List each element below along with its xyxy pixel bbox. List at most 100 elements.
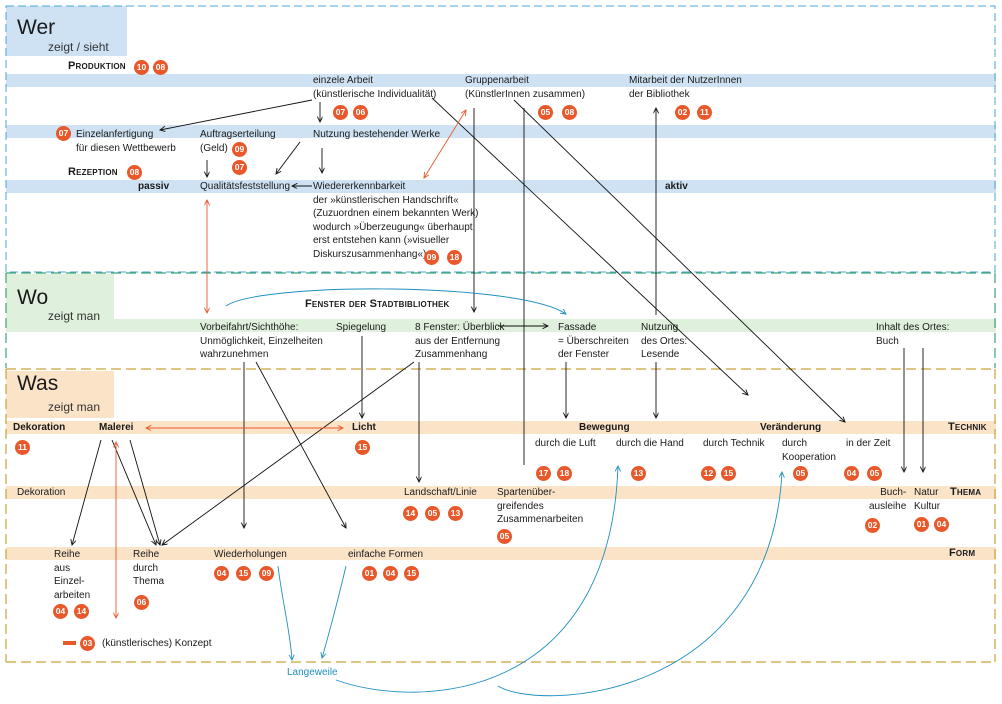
badge: 18 — [447, 250, 462, 265]
badge: 13 — [631, 466, 646, 481]
node-durch-luft: durch die Luft — [535, 438, 596, 449]
section-subtitle-wer: zeigt / sieht — [48, 40, 109, 54]
node-nutzung-werke: Nutzung bestehender Werke — [313, 129, 441, 140]
badge: 12 — [701, 466, 716, 481]
badge: 07 — [333, 105, 348, 120]
badge: 01 — [362, 566, 377, 581]
node-inhalt: Inhalt des Ortes:Buch — [876, 322, 950, 347]
section-subtitle-wo: zeigt man — [48, 309, 101, 323]
badge: 13 — [448, 506, 463, 521]
legend-konzept-swatch — [63, 641, 76, 645]
label-aktiv: aktiv — [665, 181, 688, 192]
badge: 11 — [697, 105, 712, 120]
wo-header-bg — [6, 274, 114, 322]
node-bewegung: Bewegung — [579, 422, 630, 433]
was-header-bg — [6, 371, 114, 418]
section-title-was: Was — [17, 372, 59, 395]
badge: 15 — [721, 466, 736, 481]
badge: 05 — [793, 466, 808, 481]
badge: 07 — [56, 126, 71, 141]
badge: 04 — [53, 604, 68, 619]
badge: 18 — [557, 466, 572, 481]
row-label-fenster: Fenster der Stadtbibliothek — [305, 298, 450, 310]
section-subtitle-was: zeigt man — [48, 400, 101, 414]
row-label-produktion: Produktion — [68, 60, 126, 72]
badge: 05 — [867, 466, 882, 481]
node-landschaft: Landschaft/Linie — [404, 487, 477, 498]
badge: 01 — [914, 517, 929, 532]
badge: 02 — [865, 518, 880, 533]
arrow — [255, 361, 346, 528]
badge: 08 — [127, 165, 142, 180]
node-qualitaet: Qualitätsfeststellung — [200, 181, 291, 192]
badge: 15 — [236, 566, 251, 581]
badge: 05 — [425, 506, 440, 521]
node-dekoration-thema: Dekoration — [17, 487, 66, 498]
row-label-form: Form — [949, 547, 976, 559]
node-einzele-arbeit: einzele Arbeit(künstlerische Individuali… — [313, 75, 437, 100]
badge: 11 — [15, 440, 30, 455]
legend-konzept-label: (künstlerisches) Konzept — [102, 638, 212, 649]
badge: 02 — [675, 105, 690, 120]
orange-arrow — [424, 110, 466, 178]
badge: 04 — [844, 466, 859, 481]
node-auftragserteilung: Auftragserteilung(Geld) — [200, 129, 276, 154]
node-wiederholungen: Wiederholungen — [214, 549, 287, 560]
badge: 15 — [355, 440, 370, 455]
node-einfache-formen: einfache Formen — [348, 549, 424, 560]
section-title-wo: Wo — [17, 286, 49, 309]
badge: 06 — [134, 595, 149, 610]
badge: 10 — [134, 60, 149, 75]
arrow — [513, 99, 845, 422]
node-buchausleihe: Buch-ausleihe — [869, 487, 907, 512]
badge: 05 — [538, 105, 553, 120]
blue-curve — [277, 565, 292, 660]
badge: 17 — [536, 466, 551, 481]
blue-curve — [322, 565, 347, 658]
node-langeweile: Langeweile — [287, 667, 338, 678]
node-vorbeifahrt: Vorbeifahrt/Sichthöhe:Unmöglichkeit, Ein… — [200, 322, 323, 360]
badge: 04 — [934, 517, 949, 532]
badge: 14 — [74, 604, 89, 619]
band-technik — [6, 421, 996, 434]
label-passiv: passiv — [138, 181, 170, 192]
node-wiedererkennbarkeit: Wiedererkennbarkeit der »künstlerischen … — [313, 181, 479, 260]
badge: 07 — [232, 160, 247, 175]
row-label-thema: Thema — [950, 486, 982, 498]
row-label-rezeption: Rezeption — [68, 166, 118, 178]
badge: 08 — [562, 105, 577, 120]
badge: 04 — [214, 566, 229, 581]
badge: 14 — [403, 506, 418, 521]
node-veraenderung: Veränderung — [760, 422, 822, 433]
node-in-der-zeit: in der Zeit — [846, 438, 891, 449]
badge: 06 — [353, 105, 368, 120]
node-durch-hand: durch die Hand — [616, 438, 684, 449]
badge: 15 — [404, 566, 419, 581]
arrow — [162, 361, 415, 545]
badge: 04 — [383, 566, 398, 581]
arrow — [276, 141, 301, 174]
badge: 09 — [259, 566, 274, 581]
badge: 09 — [232, 142, 247, 157]
badge: 09 — [424, 250, 439, 265]
badge: 05 — [497, 529, 512, 544]
node-licht: Licht — [352, 422, 376, 433]
badge: 03 — [80, 636, 95, 651]
node-malerei: Malerei — [99, 422, 134, 433]
badge: 08 — [153, 60, 168, 75]
node-spiegelung: Spiegelung — [336, 322, 387, 333]
node-gruppenarbeit: Gruppenarbeit(KünstlerInnen zusammen) — [465, 75, 586, 100]
node-durch-technik: durch Technik — [703, 438, 765, 449]
section-title-wer: Wer — [17, 16, 56, 39]
row-label-technik: Technik — [948, 421, 987, 433]
